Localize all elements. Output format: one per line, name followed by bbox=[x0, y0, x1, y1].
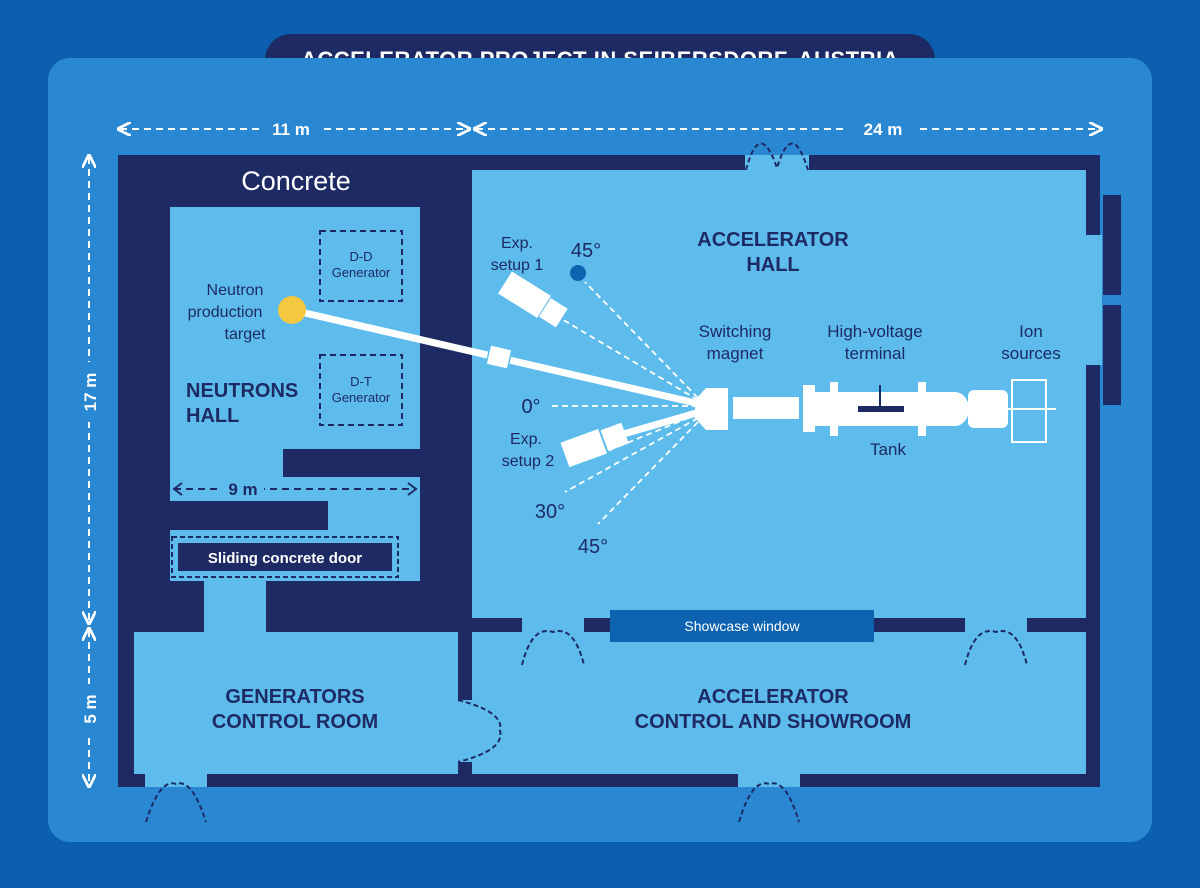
dim-arrow-inner-left bbox=[172, 482, 183, 496]
dd-generator-box bbox=[319, 230, 403, 302]
right-wall-bar-lower bbox=[1103, 305, 1121, 405]
dim-label-24m: 24 m bbox=[864, 120, 903, 139]
beam-line-to-exp2 bbox=[619, 408, 701, 439]
sliding-door bbox=[178, 543, 392, 571]
exp-setup-2-label-2: setup 2 bbox=[502, 453, 555, 470]
sliding-door-outline bbox=[171, 536, 399, 578]
ion-sources-label-1: Ion bbox=[1019, 322, 1043, 341]
ion-source-outline bbox=[1011, 379, 1047, 443]
sliding-door-label: Sliding concrete door bbox=[208, 550, 362, 567]
accel-control-label-1: ACCELERATOR bbox=[697, 686, 849, 708]
side-door-icon bbox=[457, 699, 502, 763]
neutron-target-icon bbox=[278, 296, 306, 324]
beam-line-segment bbox=[485, 343, 513, 371]
angle-line-exp1 bbox=[559, 317, 699, 401]
dim-label-17m: 17 m bbox=[81, 373, 100, 412]
showroom-door-right-gap bbox=[965, 618, 1027, 632]
dt-generator-label-2: Generator bbox=[332, 390, 391, 405]
exp-setup-2-label-1: Exp. bbox=[510, 431, 542, 448]
exp-setup-2-body bbox=[560, 429, 607, 468]
inner-wall-1 bbox=[283, 449, 420, 477]
switching-magnet-label-2: magnet bbox=[707, 344, 764, 363]
generators-control-room bbox=[134, 632, 458, 774]
door-corridor bbox=[204, 580, 266, 632]
accelerator-hall-label-1: ACCELERATOR bbox=[697, 229, 849, 251]
exp-setup-1-body bbox=[498, 271, 551, 318]
right-wall-opening bbox=[1084, 235, 1102, 365]
neutrons-hall-label-2: HALL bbox=[186, 405, 239, 427]
bottom-right-door-icon bbox=[738, 782, 800, 823]
tank-left-flange bbox=[803, 385, 815, 432]
dd-generator-label-1: D-D bbox=[349, 249, 372, 264]
accelerator-control-room bbox=[472, 632, 1086, 774]
exp-setup-1-head bbox=[539, 298, 568, 328]
showroom-door-right-icon bbox=[964, 629, 1028, 666]
showroom-door-left-gap bbox=[522, 618, 584, 632]
beam-pipe-segment bbox=[733, 397, 799, 419]
inner-wall-2 bbox=[170, 501, 328, 530]
angle-45-bottom-label: 45° bbox=[578, 536, 608, 558]
top-door-icon bbox=[745, 142, 809, 172]
dim-label-bg-17m bbox=[76, 362, 102, 422]
hv-terminal-label-1: High-voltage bbox=[827, 322, 922, 341]
accelerator-beamline bbox=[695, 382, 1008, 436]
dim-label-bg-24m bbox=[848, 117, 918, 141]
angle-45-marker bbox=[570, 265, 586, 281]
target-label-3: target bbox=[225, 326, 266, 343]
exp-setup-2-head bbox=[600, 422, 629, 451]
bottom-right-door-gap bbox=[738, 774, 800, 787]
showcase-window-label: Showcase window bbox=[684, 618, 800, 634]
generators-control-label-1: GENERATORS bbox=[225, 686, 364, 708]
bottom-left-door-gap bbox=[145, 774, 207, 787]
dim-label-5m: 5 m bbox=[81, 694, 100, 723]
angle-30-label: 30° bbox=[535, 501, 565, 523]
neutrons-hall-label-1: NEUTRONS bbox=[186, 380, 298, 402]
dim-arrow-inner-right bbox=[407, 482, 418, 496]
angle-line-30 bbox=[564, 417, 699, 493]
tank-label: Tank bbox=[870, 440, 906, 459]
ion-source-body bbox=[968, 390, 1008, 428]
dt-generator-label-1: D-T bbox=[350, 374, 372, 389]
accelerator-hall-label-2: HALL bbox=[746, 254, 799, 276]
generators-control-label-2: CONTROL ROOM bbox=[212, 711, 378, 733]
angle-45-top-label: 45° bbox=[571, 240, 601, 262]
dim-label-11m: 11 m bbox=[272, 120, 310, 139]
dim-label-bg-5m bbox=[76, 684, 102, 734]
exp-setup-1-device bbox=[498, 271, 568, 328]
exp-setup-1-label-1: Exp. bbox=[501, 235, 533, 252]
tank-flange-1 bbox=[830, 382, 838, 436]
angle-0-label: 0° bbox=[521, 396, 540, 418]
dt-generator-box bbox=[319, 354, 403, 426]
showcase-window bbox=[610, 610, 874, 642]
accel-control-label-2: CONTROL AND SHOWROOM bbox=[635, 711, 912, 733]
right-wall-bar-upper bbox=[1103, 195, 1121, 295]
dim-label-bg-11m bbox=[260, 117, 322, 141]
switching-magnet-icon bbox=[695, 388, 728, 430]
tank-flange-2 bbox=[918, 382, 926, 436]
tank-right-cap bbox=[941, 392, 969, 426]
dim-label-bg-9m bbox=[222, 477, 264, 501]
showroom-door-left-icon bbox=[521, 629, 585, 666]
target-label-2: production bbox=[188, 304, 263, 321]
ion-sources-label-2: sources bbox=[1001, 344, 1061, 363]
hv-terminal-bar bbox=[858, 406, 904, 412]
top-door-gap bbox=[745, 155, 809, 170]
concrete-label: Concrete bbox=[241, 166, 351, 196]
switching-magnet-label-1: Switching bbox=[699, 322, 772, 341]
side-door-gap bbox=[458, 700, 472, 762]
target-label-1: Neutron bbox=[207, 282, 264, 299]
hv-terminal-label-2: terminal bbox=[845, 344, 905, 363]
bottom-left-door-icon bbox=[145, 782, 207, 823]
angle-line-45-top bbox=[584, 281, 699, 399]
angle-line-45-bottom bbox=[597, 421, 699, 525]
exp-setup-1-label-2: setup 1 bbox=[491, 257, 544, 274]
dim-label-9m: 9 m bbox=[228, 480, 257, 499]
exp-setup-2-device bbox=[560, 422, 629, 468]
dd-generator-label-2: Generator bbox=[332, 265, 391, 280]
